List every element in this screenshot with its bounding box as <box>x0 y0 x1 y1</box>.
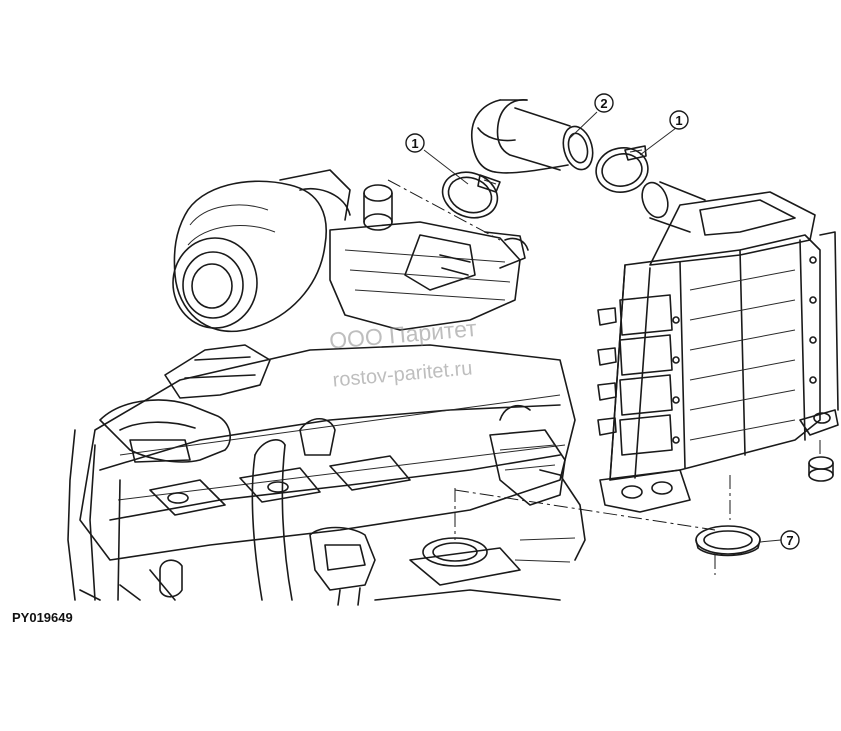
callout-2-label: 2 <box>600 96 607 111</box>
callout-2: 2 <box>594 93 614 113</box>
callout-7-label: 7 <box>786 533 793 548</box>
callout-7: 7 <box>780 530 800 550</box>
callout-1-left: 1 <box>405 133 425 153</box>
callout-1-left-label: 1 <box>411 136 418 151</box>
callout-1-right: 1 <box>669 110 689 130</box>
gasket <box>695 525 761 557</box>
watermark: ООО Паритет rostov-paritet.ru <box>328 315 478 392</box>
assembly-lines <box>387 179 821 575</box>
intake-hose <box>471 99 594 174</box>
figure-id: PY019649 <box>12 610 73 625</box>
turbocharger <box>172 169 351 333</box>
air-fitting <box>363 184 393 231</box>
engine-assembly <box>67 169 586 606</box>
rubber-grommet <box>808 456 834 482</box>
callout-leaders <box>423 111 782 543</box>
hose-clamp-left <box>441 171 501 219</box>
breather-hose <box>251 417 336 601</box>
watermark-url: rostov-paritet.ru <box>332 357 473 391</box>
hose-clamp-right <box>595 145 649 193</box>
callout-1-right-label: 1 <box>675 113 682 128</box>
charge-air-cooler <box>597 181 839 513</box>
